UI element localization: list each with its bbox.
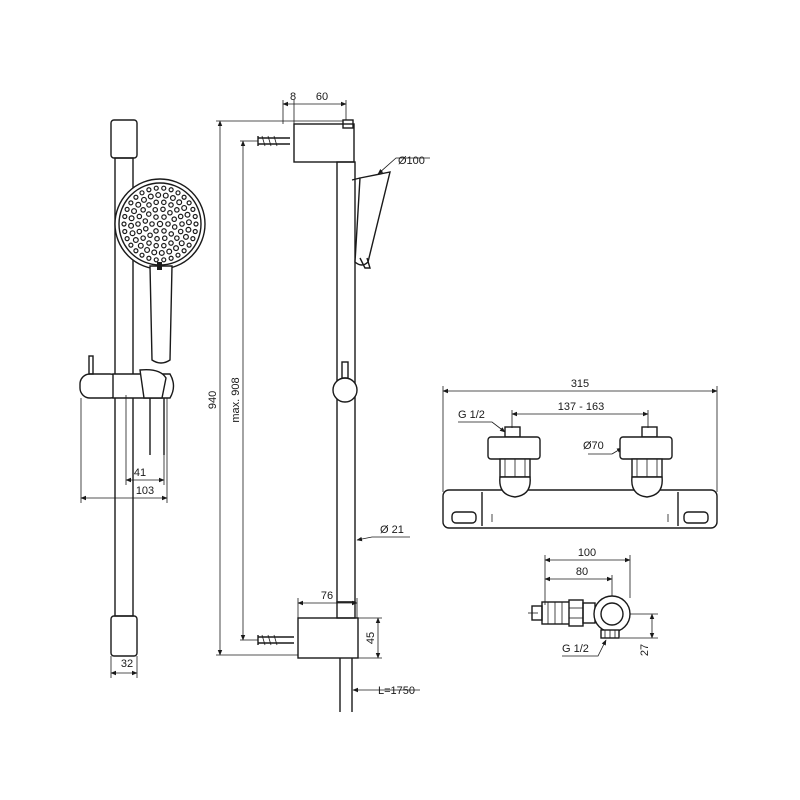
dim-max-908: max. 908 [230, 377, 242, 422]
side-hand-shower [354, 171, 391, 266]
side-view: 8 60 940 max. 908 Ø100 Ø 21 76 45 L=1750 [207, 91, 430, 712]
dim-32: 32 [121, 658, 133, 670]
front-view: 41 103 32 [79, 119, 206, 678]
dim-80: 80 [576, 566, 588, 578]
dim-60: 60 [316, 91, 328, 103]
dim-940: 940 [207, 391, 219, 409]
dim-diameter-100: Ø100 [398, 155, 425, 167]
front-rail-top-cap [110, 119, 138, 159]
dim-76: 76 [321, 590, 333, 602]
dim-103: 103 [136, 485, 154, 497]
side-slider [332, 377, 358, 403]
thermostat-body [442, 489, 718, 529]
thermostat-side-view: 100 80 27 G 1/2 [528, 547, 658, 657]
side-bottom-bracket [297, 617, 359, 659]
dim-137-163: 137 - 163 [558, 401, 604, 413]
dim-diameter-70: Ø70 [583, 440, 604, 452]
thermostat-front-view: 315 137 - 163 G 1/2 Ø70 [442, 378, 718, 529]
dim-diameter-21: Ø 21 [380, 524, 404, 536]
side-hose [339, 658, 353, 712]
dim-hose-length: L=1750 [378, 685, 415, 697]
front-hand-shower-head [114, 178, 206, 270]
front-slider [79, 355, 175, 399]
dim-100: 100 [578, 547, 596, 559]
dim-g12-outlet: G 1/2 [562, 643, 589, 655]
side-top-bracket [293, 123, 355, 163]
front-hand-shower-handle [149, 265, 173, 364]
dim-41: 41 [134, 467, 146, 479]
dim-45: 45 [365, 632, 377, 644]
dim-g12-inlet: G 1/2 [458, 409, 485, 421]
front-rail-bottom-cap [110, 615, 138, 657]
dim-315: 315 [571, 378, 589, 390]
dim-27: 27 [639, 644, 651, 656]
thermostat-side-body [593, 595, 631, 633]
dim-8: 8 [290, 91, 296, 103]
